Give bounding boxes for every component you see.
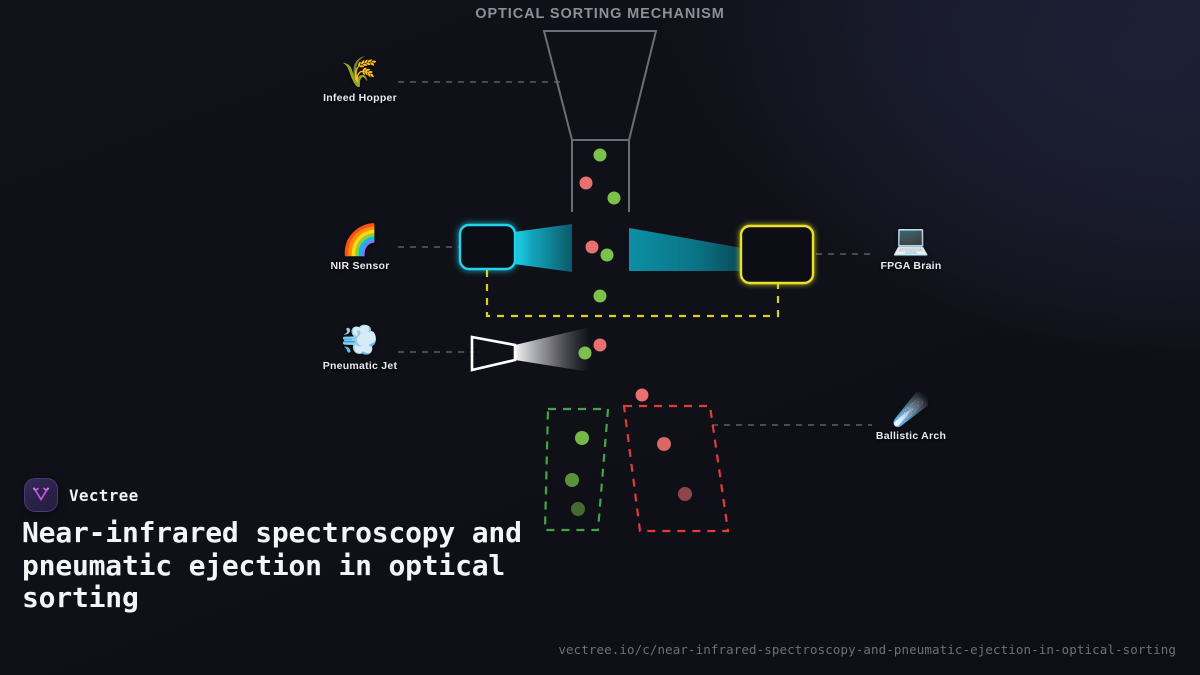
node-label-infeed-hopper: Infeed Hopper <box>323 92 397 104</box>
node-pneumatic-jet[interactable]: 💨 Pneumatic Jet <box>300 324 420 372</box>
beam-receiver-right <box>629 228 742 271</box>
node-label-ballistic-arch: Ballistic Arch <box>875 430 947 442</box>
inspection-zone-particles <box>585 240 614 303</box>
particle-bad <box>657 437 671 451</box>
node-label-pneumatic-jet: Pneumatic Jet <box>322 360 398 372</box>
diagram-title: OPTICAL SORTING MECHANISM <box>475 6 725 22</box>
node-nir-sensor[interactable]: 🌈 NIR Sensor <box>300 224 420 272</box>
nir-sensor-box[interactable] <box>458 223 517 271</box>
particle-good <box>607 191 621 205</box>
accept-bin-particles <box>565 431 589 516</box>
rainbow-icon: 🌈 <box>341 224 379 257</box>
page-title: Near-infrared spectroscopy and pneumatic… <box>22 516 522 614</box>
vectree-v-logo-icon <box>24 478 58 512</box>
vectree-v-glyph <box>32 487 50 501</box>
node-label-fpga-brain: FPGA Brain <box>880 260 942 272</box>
reject-bin-particles <box>657 437 692 501</box>
laptop-icon: 💻 <box>892 224 930 257</box>
ejected-particles <box>578 338 607 360</box>
particle-good <box>593 289 607 303</box>
particle-good <box>593 148 607 162</box>
particle-good <box>571 502 585 516</box>
leader-lines <box>398 81 872 426</box>
node-infeed-hopper[interactable]: 🌾 Infeed Hopper <box>300 56 420 104</box>
sheaf-of-rice-icon: 🌾 <box>341 56 379 89</box>
node-fpga-brain[interactable]: 💻 FPGA Brain <box>851 224 971 272</box>
particle-bad <box>593 338 607 352</box>
air-blast-plume <box>515 327 590 372</box>
particle-bad-in-flight <box>635 388 649 402</box>
node-label-nir-sensor: NIR Sensor <box>330 260 390 272</box>
particle-good <box>565 473 579 487</box>
node-ballistic-arch[interactable]: ☄️ Ballistic Arch <box>851 394 971 442</box>
reject-bin <box>622 404 730 533</box>
infeed-hopper-funnel <box>542 30 658 212</box>
dashing-away-icon: 💨 <box>341 324 379 357</box>
chute-particles <box>579 148 621 205</box>
particle-bad <box>579 176 593 190</box>
particle-good <box>575 431 589 445</box>
particle-good <box>578 346 592 360</box>
particle-bad <box>678 487 692 501</box>
brand-lockup[interactable]: Vectree <box>24 478 139 512</box>
accept-bin <box>543 407 610 532</box>
brand-name: Vectree <box>69 485 139 505</box>
comet-icon: ☄️ <box>892 394 930 427</box>
fpga-logic-box[interactable] <box>739 224 815 285</box>
nir-inspection-beams <box>514 224 742 272</box>
control-signal-path <box>485 270 780 318</box>
beam-emitter-left <box>514 224 572 272</box>
particle-bad <box>585 240 599 254</box>
particle-good <box>600 248 614 262</box>
source-url: vectree.io/c/near-infrared-spectroscopy-… <box>558 642 1176 657</box>
pneumatic-jet-nozzle <box>470 327 590 372</box>
